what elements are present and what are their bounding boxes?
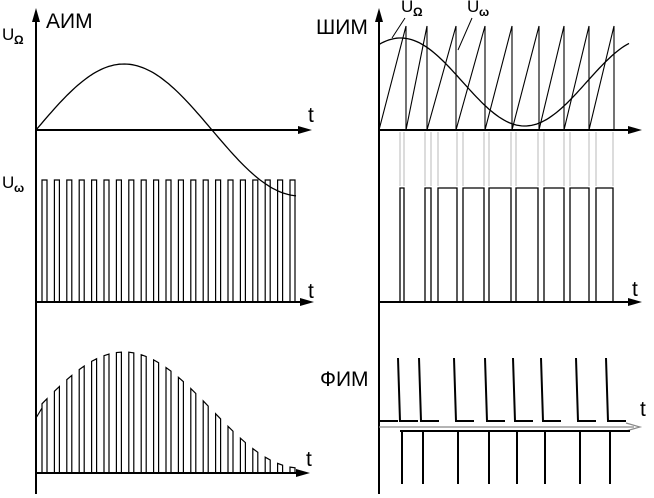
aim-modulated-pulses xyxy=(35,351,296,473)
aim-title: АИМ xyxy=(46,10,93,33)
shim-modulating-sine xyxy=(378,37,630,127)
shim-u-small-label: U xyxy=(467,0,479,16)
aim-vertical-arrow xyxy=(32,8,40,22)
u-omega-small-label: U xyxy=(2,173,14,192)
fim-phase-pulses xyxy=(379,357,630,484)
fim-time-label: t xyxy=(640,398,646,421)
u-omega-big-subscript: Ω xyxy=(14,33,24,47)
aim-time-arrow-2 xyxy=(300,298,314,306)
shim-u-big-label: U xyxy=(401,0,413,16)
fim-time-arrow xyxy=(625,422,643,432)
shim-u-small-leader xyxy=(457,17,473,51)
shim-column: ШИМ U Ω U ω t ФИМ t xyxy=(316,0,646,494)
u-omega-small-subscript: ω xyxy=(14,181,24,195)
shim-pwm-pulses xyxy=(379,187,628,303)
fim-title: ФИМ xyxy=(320,368,369,391)
shim-time-arrow-2 xyxy=(628,298,642,306)
aim-time-arrow-1 xyxy=(298,126,312,134)
aim-time-label-1: t xyxy=(308,104,314,127)
shim-time-arrow-1 xyxy=(628,126,642,134)
shim-vertical-arrow xyxy=(375,8,383,22)
aim-carrier-pulses xyxy=(41,179,296,302)
shim-projection-guides xyxy=(399,132,614,186)
shim-title: ШИМ xyxy=(316,16,368,39)
aim-time-label-2: t xyxy=(308,280,314,303)
shim-time-label-2: t xyxy=(632,278,638,301)
u-omega-big-label: U xyxy=(2,25,14,44)
aim-time-arrow-3 xyxy=(296,469,310,477)
aim-column: АИМ U Ω U ω t t t xyxy=(2,8,314,494)
aim-modulating-sine xyxy=(35,63,297,197)
aim-time-label-3: t xyxy=(306,448,312,471)
shim-u-big-leader xyxy=(391,17,406,39)
shim-u-big-subscript: Ω xyxy=(413,5,423,19)
shim-sawtooth xyxy=(378,25,615,131)
shim-u-small-subscript: ω xyxy=(479,5,489,19)
